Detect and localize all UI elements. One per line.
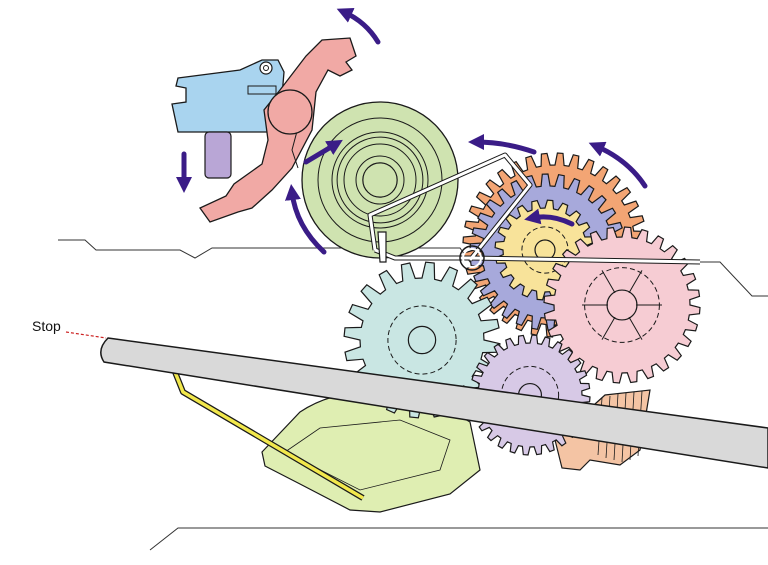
purple-block xyxy=(205,132,231,178)
housing-lower-outline xyxy=(150,528,768,550)
stop-label: Stop xyxy=(32,318,61,334)
rotation-arrow-icon xyxy=(476,142,534,152)
frame-hook xyxy=(378,232,386,262)
stop-indicator-line xyxy=(66,332,106,338)
